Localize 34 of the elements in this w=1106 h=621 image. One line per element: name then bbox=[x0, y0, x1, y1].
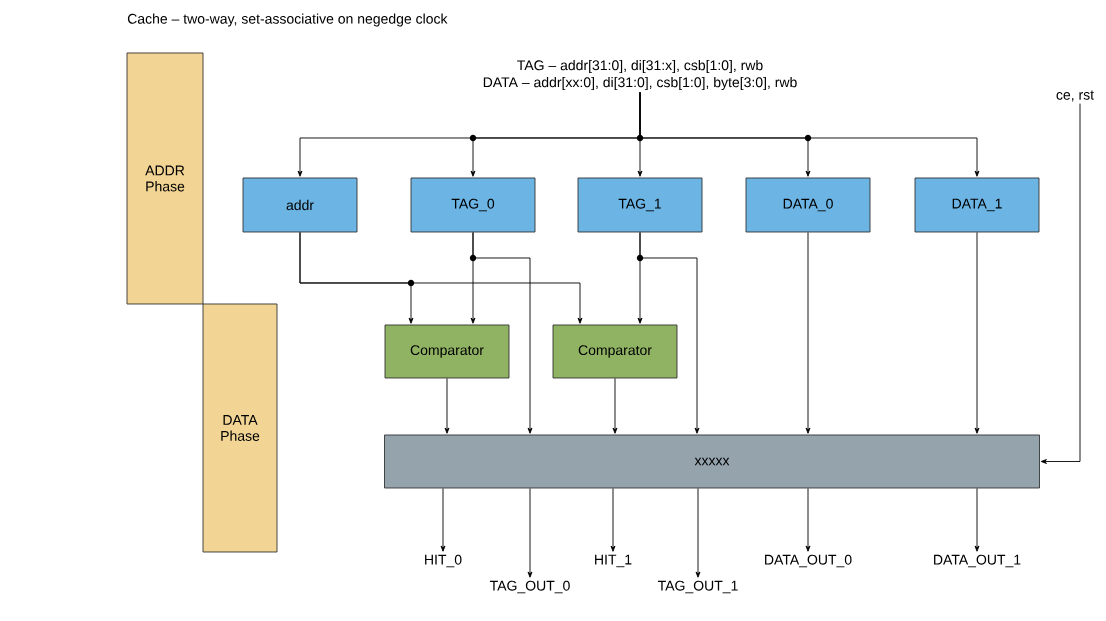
arrow bbox=[974, 232, 980, 434]
output-label: TAG_OUT_0 bbox=[490, 580, 570, 594]
arrow bbox=[805, 488, 811, 552]
output-label: DATA_OUT_1 bbox=[934, 554, 1021, 568]
arrow bbox=[639, 232, 700, 434]
arrow bbox=[440, 488, 446, 552]
phase-band: DATA Phase bbox=[202, 303, 278, 553]
arrow bbox=[527, 488, 533, 578]
register-box: DATA_1 bbox=[914, 177, 1040, 233]
register-box: TAG_0 bbox=[410, 177, 536, 233]
signal-list: TAG – addr[31:0], di[31:x], csb[1:0], rwb DATA – addr[xx:0], di[31:0], csb[1:0], byte[3:0], rwb bbox=[483, 59, 797, 90]
arrow bbox=[1040, 103, 1081, 464]
output-label: HIT_1 bbox=[595, 554, 632, 568]
phase-band: ADDR Phase bbox=[126, 52, 204, 305]
arrow bbox=[805, 232, 811, 434]
output-label: DATA_OUT_0 bbox=[765, 554, 852, 568]
arrow bbox=[299, 232, 583, 324]
arrow bbox=[639, 91, 980, 177]
comparator-box: Comparator bbox=[384, 324, 510, 379]
signal-label: ce, rst bbox=[1056, 90, 1094, 102]
title: Cache – two-way, set-associative on negedge clock bbox=[127, 13, 448, 27]
comparator-box: Comparator bbox=[552, 324, 678, 379]
arrow bbox=[974, 488, 980, 552]
arrow bbox=[472, 232, 533, 434]
register-box: TAG_1 bbox=[577, 177, 703, 233]
arrow bbox=[612, 378, 618, 434]
arrow bbox=[444, 378, 450, 434]
register-box: DATA_0 bbox=[745, 177, 871, 233]
output-label: HIT_0 bbox=[425, 554, 462, 568]
output-label: TAG_OUT_1 bbox=[658, 580, 738, 594]
logic-block: xxxxx bbox=[384, 434, 1040, 489]
register-box: addr bbox=[242, 177, 358, 233]
arrow bbox=[695, 488, 701, 578]
arrow bbox=[610, 488, 616, 552]
